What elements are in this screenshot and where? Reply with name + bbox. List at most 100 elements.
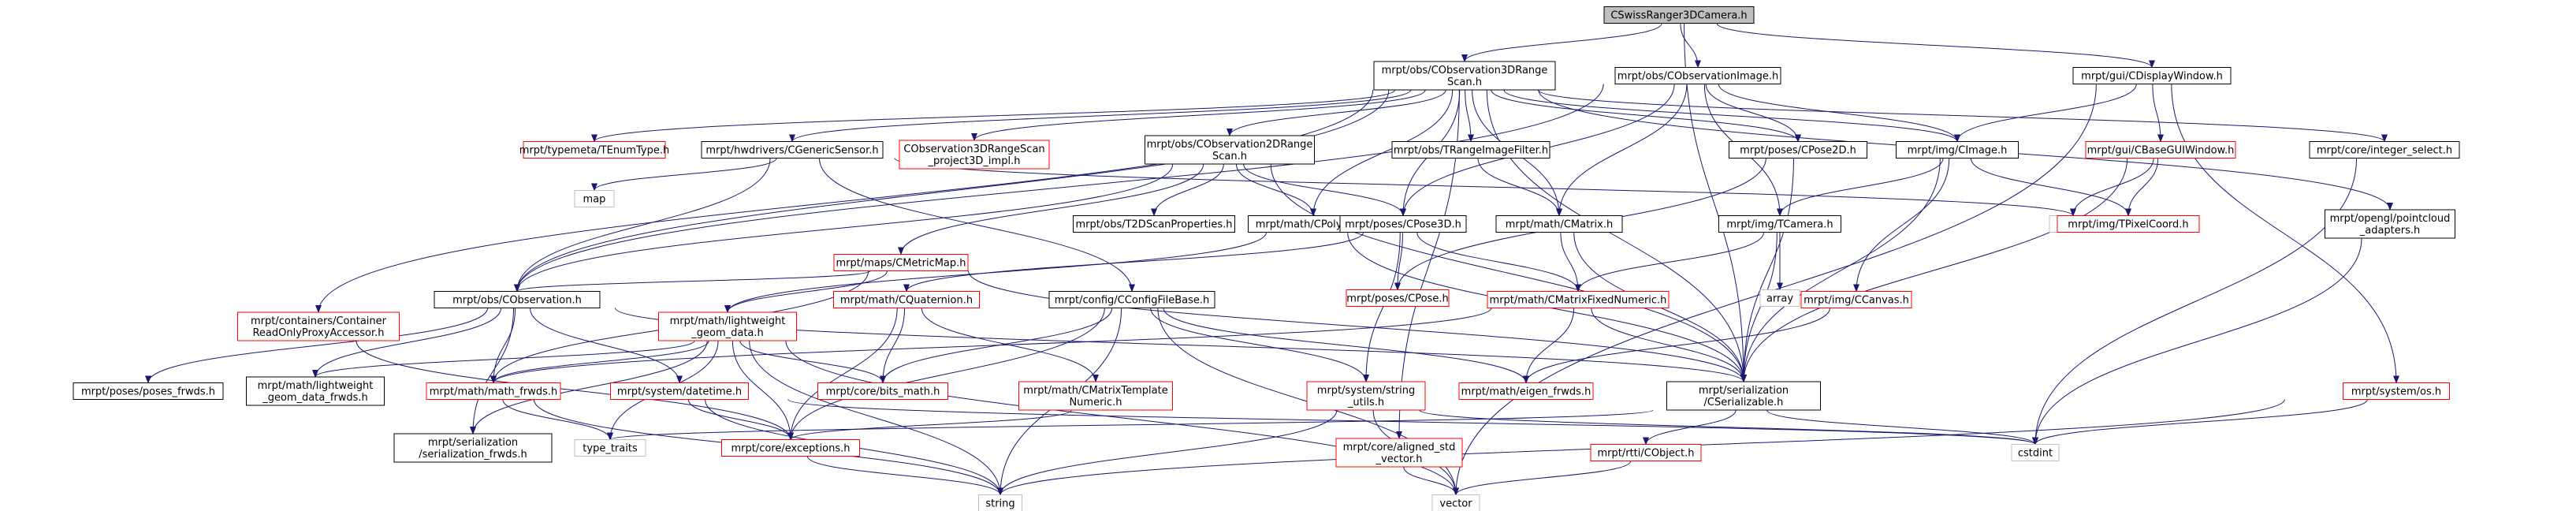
node-tpixelcoord-box: [2057, 215, 2200, 233]
node-vector[interactable]: vector: [1431, 494, 1480, 511]
node-tenumtype[interactable]: mrpt/typemeta/TEnumType.h: [519, 141, 669, 159]
node-cstdint-label-0: cstdint: [2018, 448, 2053, 460]
node-exceptions-box: [721, 439, 860, 457]
node-eigenfwd-label-0: mrpt/math/eigen_frwds.h: [1461, 386, 1591, 398]
node-cimage[interactable]: mrpt/img/CImage.h: [1896, 141, 2019, 159]
edge-cobs3d-to-cobservation: [514, 89, 1390, 293]
edge-trangefilter-to-cmatrix: [1477, 158, 1562, 217]
node-bitsmath[interactable]: mrpt/core/bits_math.h: [817, 382, 948, 400]
node-cquaternion[interactable]: mrpt/math/CQuaternion.h: [833, 291, 980, 308]
edge-cconfigfile-to-eigenfwd: [1163, 308, 1529, 384]
node-string[interactable]: string: [978, 494, 1022, 511]
node-cobservation[interactable]: mrpt/obs/CObservation.h: [434, 291, 601, 308]
edge-cobs3d-to-cobs3dimpl: [971, 89, 1426, 141]
node-trangefilter-label-0: mrpt/obs/TRangeImageFilter.h: [1394, 145, 1548, 157]
edge-cobs2d-to-cpose3d: [1243, 163, 1406, 217]
node-lwgeomfwd-label-0: mrpt/math/lightweight: [258, 380, 374, 392]
node-pointcloud-label-1: _adapters.h: [2359, 225, 2421, 237]
node-cobs3dimpl[interactable]: CObservation3DRangeScan_project3D_impl.h: [899, 140, 1050, 170]
node-cpose[interactable]: mrpt/poses/CPose.h: [1346, 289, 1450, 307]
edge-stringutils-to-cstdint: [1419, 409, 2038, 446]
node-cquaternion-label-0: mrpt/math/CQuaternion.h: [840, 295, 973, 307]
node-cmatrix[interactable]: mrpt/math/CMatrix.h: [1495, 215, 1623, 233]
node-tenumtype-label-0: mrpt/typemeta/TEnumType.h: [519, 145, 669, 157]
edge-pointcloud-to-cstdint: [2032, 237, 2362, 446]
node-layer: CSwissRanger3DCamera.h mrpt/obs/CObservat…: [73, 6, 2460, 511]
node-array[interactable]: array: [1759, 289, 1800, 307]
edge-cdispwin-to-cimage: [1954, 84, 2137, 143]
node-tcamera[interactable]: mrpt/img/TCamera.h: [1718, 215, 1841, 233]
node-eigenfwd[interactable]: mrpt/math/eigen_frwds.h: [1458, 382, 1594, 400]
node-exceptions[interactable]: mrpt/core/exceptions.h: [721, 439, 860, 457]
edge-cserializable-to-cstdint: [1766, 409, 2038, 446]
node-cmatrixfixed[interactable]: mrpt/math/CMatrixFixedNumeric.h: [1487, 291, 1670, 308]
edge-cobs2d-to-cpolygon: [1235, 163, 1316, 217]
node-cobs3d[interactable]: mrpt/obs/CObservation3DRangeScan.h: [1373, 61, 1556, 91]
node-serialfwd-box: [393, 433, 553, 463]
node-mathfwd[interactable]: mrpt/math/math_frwds.h: [426, 382, 561, 400]
node-map[interactable]: map: [574, 190, 615, 207]
node-string-box: [978, 494, 1022, 511]
edge-lwgeom-to-vector: [785, 340, 1459, 496]
node-cobs3d-box: [1373, 61, 1556, 91]
node-cbaseguiwin[interactable]: mrpt/gui/CBaseGUIWindow.h: [2085, 141, 2236, 159]
edge-cgensensor-to-map: [591, 158, 777, 192]
node-cgensensor[interactable]: mrpt/hwdrivers/CGenericSensor.h: [701, 141, 884, 159]
node-cdispwin[interactable]: mrpt/gui/CDisplayWindow.h: [2072, 67, 2232, 84]
node-ccanvas-box: [1800, 291, 1912, 308]
node-t2dscan[interactable]: mrpt/obs/T2DScanProperties.h: [1073, 215, 1235, 233]
edge-systemos-to-cstdint: [2032, 399, 2368, 446]
node-intselect[interactable]: mrpt/core/integer_select.h: [2309, 141, 2460, 159]
node-cstdint[interactable]: cstdint: [2011, 444, 2060, 461]
node-trangefilter-box: [1391, 141, 1550, 159]
node-trangefilter[interactable]: mrpt/obs/TRangeImageFilter.h: [1391, 141, 1550, 159]
node-lwgeomfwd[interactable]: mrpt/math/lightweight_geom_data_frwds.h: [246, 376, 385, 406]
node-cpose-label-0: mrpt/poses/CPose.h: [1346, 293, 1448, 305]
node-cpose3d[interactable]: mrpt/poses/CPose3D.h: [1339, 215, 1467, 233]
edge-cmetricmap-to-cobservation: [514, 270, 871, 293]
node-lwgeom[interactable]: mrpt/math/lightweight_geom_data.h: [658, 311, 797, 341]
edge-datetime-to-exceptions: [687, 399, 794, 441]
node-cconfigfile[interactable]: mrpt/config/CConfigFileBase.h: [1048, 291, 1215, 308]
node-posesfwd[interactable]: mrpt/poses/poses_frwds.h: [73, 382, 224, 400]
node-datetime[interactable]: mrpt/system/datetime.h: [610, 382, 749, 400]
edge-lwgeom-to-lwgeomfwd: [312, 340, 695, 378]
node-cobject[interactable]: mrpt/rtti/CObject.h: [1590, 444, 1702, 461]
edge-cobs3d-to-trangefilter: [1465, 89, 1474, 143]
node-cconfigfile-box: [1048, 291, 1215, 308]
node-alignedvec[interactable]: mrpt/core/aligned_std_vector.h: [1335, 438, 1463, 468]
edge-stringutils-to-string: [997, 409, 1338, 496]
node-ccanvas[interactable]: mrpt/img/CCanvas.h: [1800, 291, 1912, 308]
node-lwgeomfwd-box: [246, 376, 385, 406]
node-cpose2d[interactable]: mrpt/poses/CPose2D.h: [1729, 141, 1867, 159]
edge-cmatrixfixed-to-mathfwd: [490, 308, 1492, 384]
node-cobsimg[interactable]: mrpt/obs/CObservationImage.h: [1614, 67, 1781, 84]
edge-cmatrixfixed-to-cserializable: [1591, 308, 1747, 382]
node-root[interactable]: CSwissRanger3DCamera.h: [1603, 6, 1755, 24]
node-containerro-label-0: mrpt/containers/Container: [251, 315, 387, 327]
node-stringutils[interactable]: mrpt/system/string_utils.h: [1306, 381, 1426, 411]
node-cmatrix-label-0: mrpt/math/CMatrix.h: [1506, 219, 1613, 231]
edge-cobs2d-to-t2dscan: [1151, 163, 1224, 217]
node-cmatrixtempl-label-1: Numeric.h: [1069, 397, 1122, 408]
node-array-label-0: array: [1766, 293, 1793, 305]
node-pointcloud[interactable]: mrpt/opengl/pointcloud_adapters.h: [2325, 209, 2455, 239]
edge-root-to-cobsimg: [1680, 23, 1701, 69]
edge-cgensensor-to-cobservation: [514, 158, 771, 293]
node-cmetricmap[interactable]: mrpt/maps/CMetricMap.h: [833, 254, 969, 271]
edge-tcamera-to-cmatrixfixed: [1575, 232, 1765, 293]
node-serialfwd[interactable]: mrpt/serialization/serialization_frwds.h: [393, 433, 553, 463]
node-cserializable[interactable]: mrpt/serialization/CSerializable.h: [1666, 381, 1821, 411]
node-typetraits[interactable]: type_traits: [574, 439, 646, 457]
node-systemos[interactable]: mrpt/system/os.h: [2343, 382, 2450, 400]
node-tpixelcoord[interactable]: mrpt/img/TPixelCoord.h: [2057, 215, 2200, 233]
node-serialfwd-label-1: /serialization_frwds.h: [419, 449, 527, 461]
edge-cobs3d-to-cgensensor: [789, 89, 1412, 143]
node-containerro-label-1: ReadOnlyProxyAccessor.h: [252, 327, 384, 339]
edge-cobservation-to-datetime: [529, 308, 683, 384]
node-cmatrixfixed-box: [1487, 291, 1670, 308]
node-containerro[interactable]: mrpt/containers/ContainerReadOnlyProxyAc…: [237, 311, 400, 341]
edge-lwgeom-to-bitsmath: [739, 340, 886, 384]
